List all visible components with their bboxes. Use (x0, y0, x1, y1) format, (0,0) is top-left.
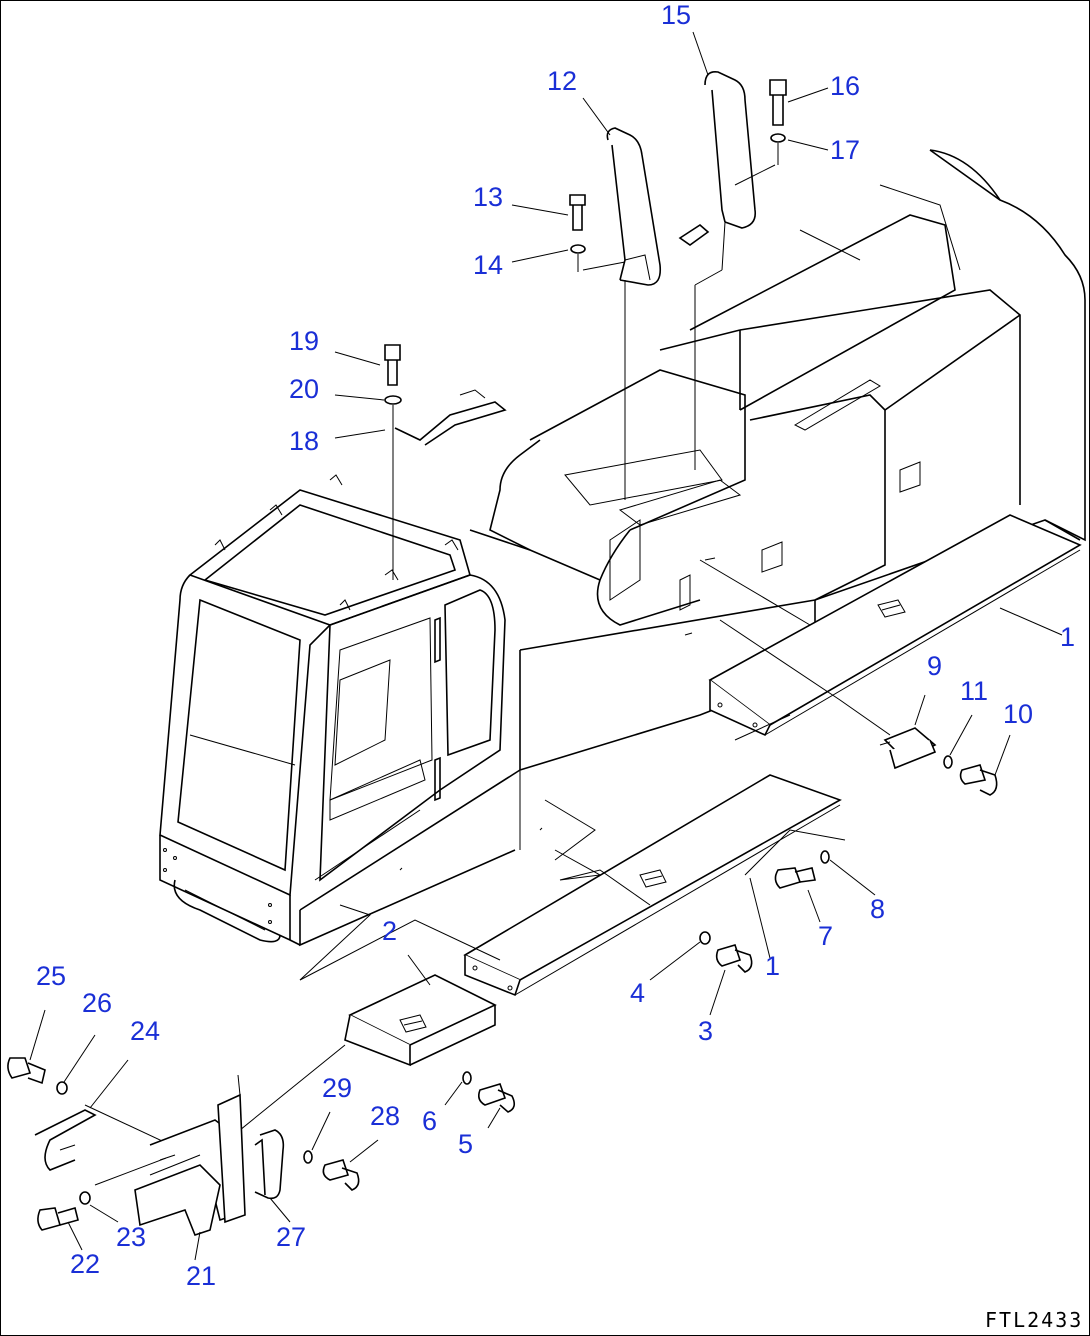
handrail-bracket (384, 344, 507, 580)
callout-21: 21 (186, 1261, 216, 1291)
step-plate-1-lower (463, 774, 846, 997)
callout-20: 20 (289, 374, 319, 404)
step-plate-2 (299, 904, 516, 1113)
callout-9: 9 (927, 651, 942, 681)
callout-6: 6 (422, 1106, 437, 1136)
bracket-9 (879, 727, 998, 796)
callout-1a: 1 (1060, 622, 1075, 652)
callout-17: 17 (830, 135, 860, 165)
callout-15: 15 (661, 0, 691, 30)
callout-14: 14 (473, 250, 503, 280)
callout-24: 24 (130, 1016, 160, 1046)
callout-28: 28 (370, 1101, 400, 1131)
callout-13: 13 (473, 182, 503, 212)
callout-22: 22 (70, 1249, 100, 1279)
callout-3: 3 (698, 1016, 713, 1046)
handrail-15 (678, 70, 787, 470)
callout-labels: 1 1 2 3 4 5 6 7 8 9 10 11 12 13 14 15 16… (36, 0, 1075, 1291)
handrail-12 (569, 127, 662, 500)
callout-23: 23 (116, 1222, 146, 1252)
callout-26: 26 (82, 988, 112, 1018)
callout-1b: 1 (765, 951, 780, 981)
callout-19: 19 (289, 326, 319, 356)
operator-cab (159, 474, 506, 946)
callout-27: 27 (276, 1222, 306, 1252)
callout-25: 25 (36, 961, 66, 991)
callout-8: 8 (870, 894, 885, 924)
callout-2: 2 (382, 916, 397, 946)
step-bracket-assembly (7, 1044, 360, 1236)
callout-7: 7 (818, 921, 833, 951)
callout-11: 11 (960, 676, 988, 706)
callout-29: 29 (322, 1073, 352, 1103)
callout-12: 12 (547, 66, 577, 96)
drawing-code: FTL2433 (985, 1308, 1083, 1332)
callout-10: 10 (1003, 699, 1033, 729)
callout-18: 18 (289, 426, 319, 456)
leader-lines (29, 31, 1063, 1261)
callout-16: 16 (830, 71, 860, 101)
callout-4: 4 (630, 978, 645, 1008)
callout-5: 5 (458, 1129, 473, 1159)
step-plate-1-upper (699, 514, 1082, 741)
